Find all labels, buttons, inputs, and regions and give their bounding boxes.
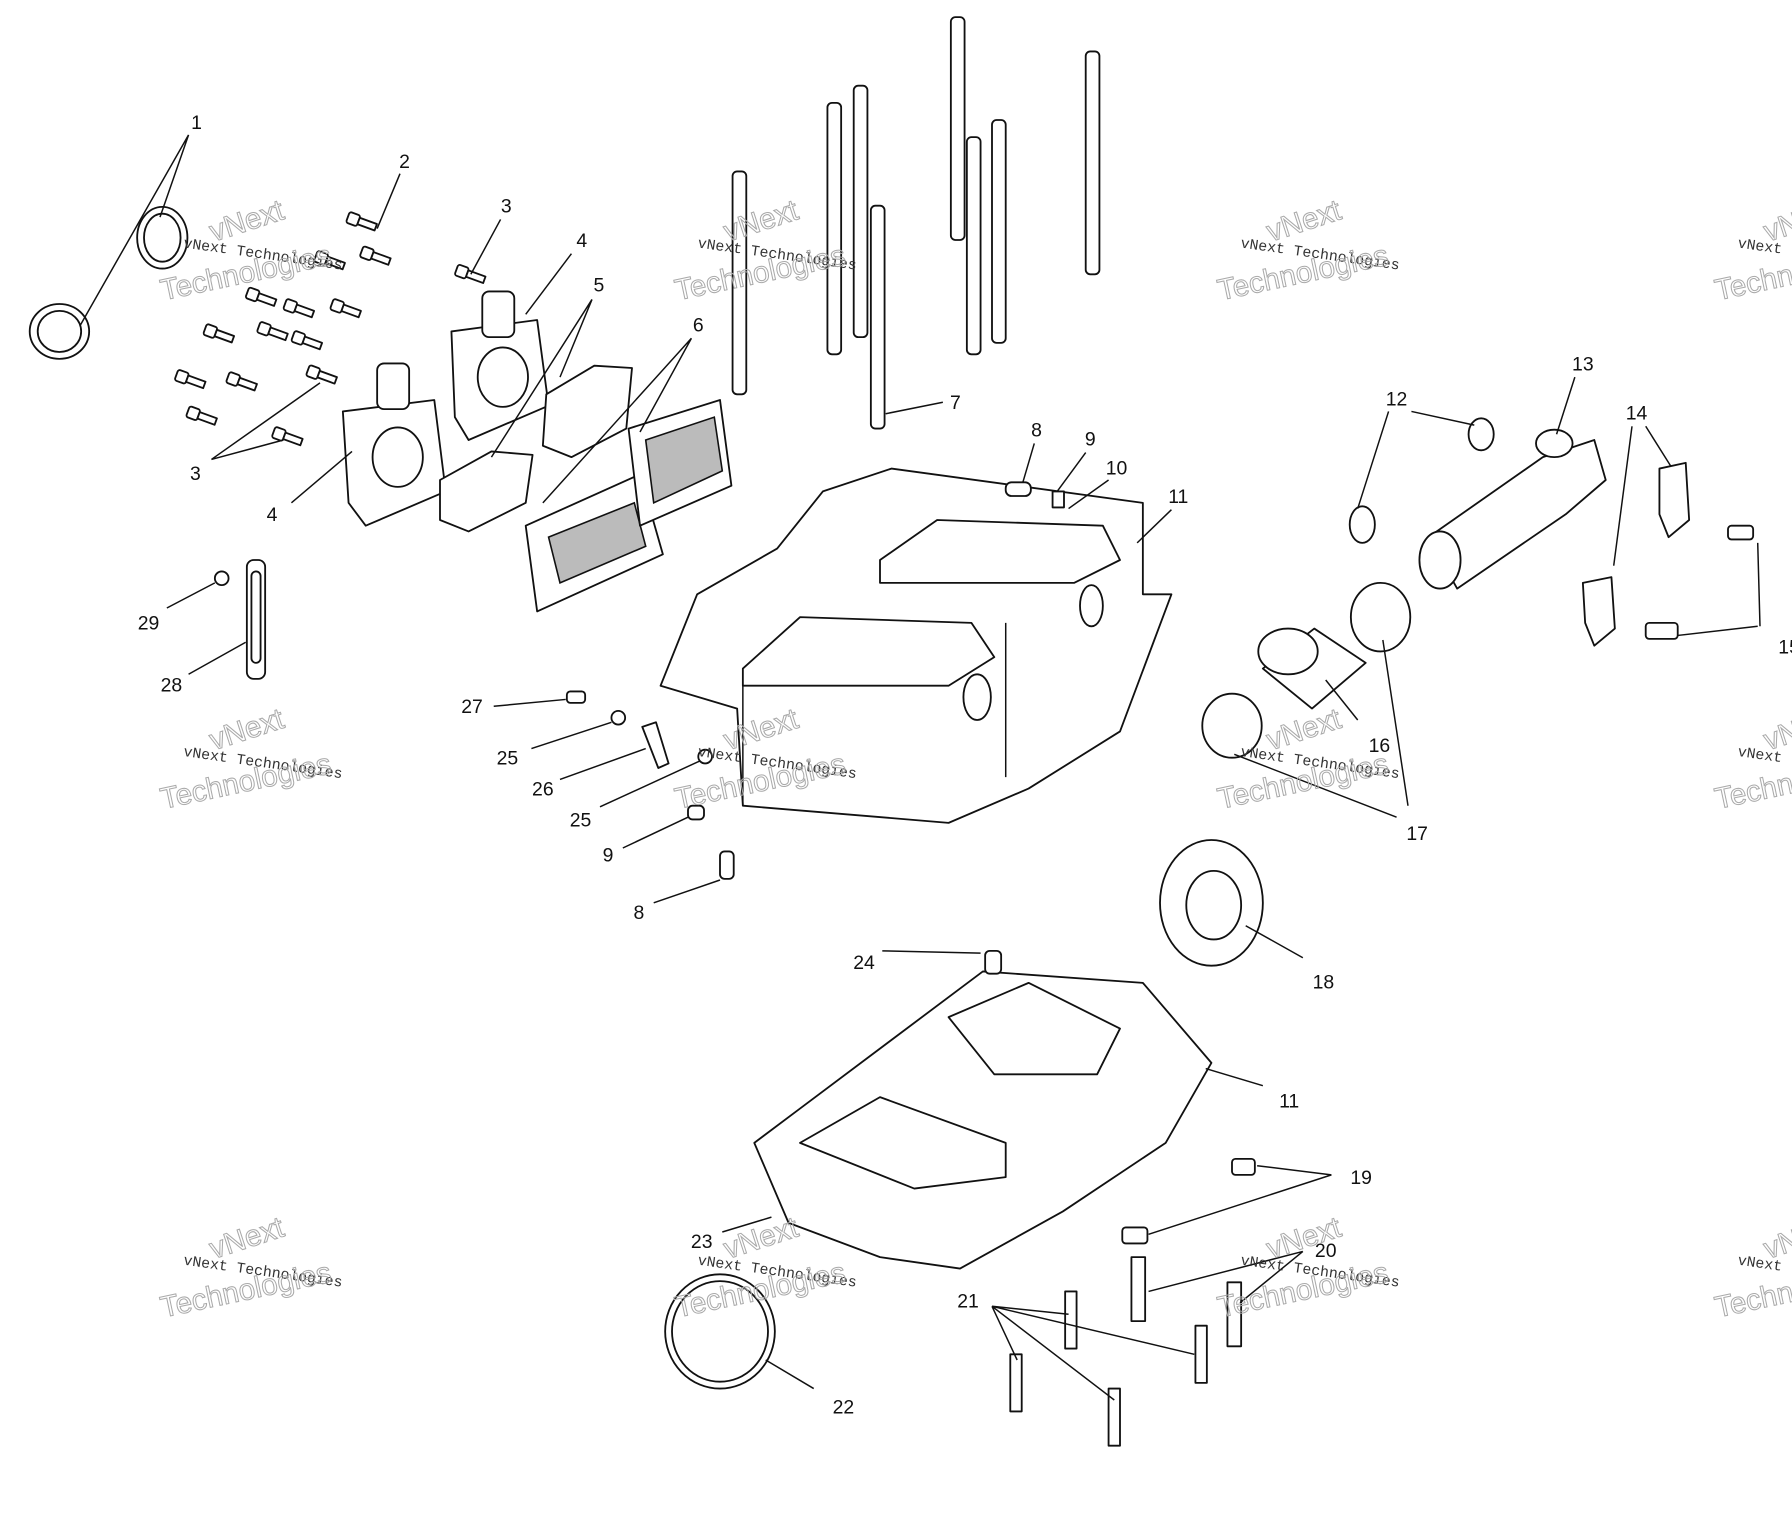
callout-label: 29 <box>138 613 160 635</box>
callout-label: 25 <box>570 809 592 831</box>
callout-label: 17 <box>1406 823 1428 845</box>
callout-label: 14 <box>1626 402 1648 424</box>
callout-label: 24 <box>853 952 875 974</box>
callout-label: 18 <box>1313 972 1335 994</box>
bolt-icon <box>256 321 289 342</box>
reed-housing-4 <box>341 290 550 527</box>
stud <box>731 170 748 396</box>
stud <box>852 84 869 339</box>
callout-label: 8 <box>633 902 644 924</box>
callout-label: 9 <box>603 845 614 867</box>
bolt-icon <box>225 371 258 392</box>
callout-label: 3 <box>501 196 512 218</box>
callout-label: 27 <box>461 696 483 718</box>
stud <box>869 204 886 430</box>
callout-label: 26 <box>532 778 554 800</box>
studs-7 <box>731 16 1101 430</box>
small-fittings <box>213 481 1065 880</box>
callout-label: 4 <box>267 504 278 526</box>
bolt-icon <box>282 298 315 319</box>
intake-parts <box>1201 417 1755 759</box>
leader-lines <box>79 134 1761 1401</box>
callout-label: 15 <box>1778 637 1792 659</box>
callout-label: 28 <box>161 674 183 696</box>
callout-label: 22 <box>833 1397 855 1419</box>
ring-22 <box>664 1273 776 1390</box>
callout-label: 12 <box>1386 389 1408 411</box>
callout-label: 8 <box>1031 420 1042 442</box>
upper-crankcase-11 <box>659 467 1173 824</box>
callout-labels: 1 2 3 4 5 6 7 8 9 10 11 12 13 14 15 16 1… <box>138 112 1792 1419</box>
callout-label: 5 <box>593 274 604 296</box>
bolts-2 <box>174 211 487 447</box>
bolt-icon <box>245 286 278 307</box>
hose-clamp-1 <box>28 205 189 360</box>
stud <box>826 101 843 356</box>
bolt-icon <box>359 245 392 266</box>
bolts-19-21 <box>1009 1157 1256 1447</box>
stud <box>965 136 982 356</box>
bolt-icon <box>313 250 346 271</box>
callout-label: 23 <box>691 1231 713 1253</box>
callout-label: 4 <box>576 230 587 252</box>
callout-label: 6 <box>693 314 704 336</box>
stud <box>949 16 966 241</box>
callout-label: 20 <box>1315 1240 1337 1262</box>
callout-label: 19 <box>1350 1167 1372 1189</box>
callout-label: 13 <box>1572 353 1594 375</box>
bolt-icon <box>305 364 338 385</box>
stud <box>991 119 1007 344</box>
bolt-icon <box>454 264 487 284</box>
callout-label: 3 <box>190 463 201 485</box>
callout-label: 7 <box>950 392 961 414</box>
bolt-icon <box>329 298 362 319</box>
callout-label: 25 <box>497 748 519 770</box>
callout-label: 11 <box>1168 486 1188 508</box>
callout-label: 2 <box>399 151 410 173</box>
callout-label: 10 <box>1106 457 1128 479</box>
callout-label: 21 <box>957 1290 979 1312</box>
callout-label: 11 <box>1279 1090 1299 1112</box>
stud <box>1084 50 1101 276</box>
callout-label: 9 <box>1085 429 1096 451</box>
bolt-icon <box>271 426 304 447</box>
reed-cage-6 <box>524 399 733 613</box>
callout-label: 16 <box>1369 735 1391 757</box>
seal-18 <box>1159 839 1264 967</box>
bolt-icon <box>202 323 235 344</box>
reed-block-5 <box>439 364 633 533</box>
bolt-icon <box>290 330 323 351</box>
bolt-icon <box>345 211 378 232</box>
lower-crankcase-11 <box>753 949 1213 1270</box>
callout-label: 1 <box>191 112 202 134</box>
bolt-icon <box>174 369 207 390</box>
bolt-icon <box>185 405 218 426</box>
